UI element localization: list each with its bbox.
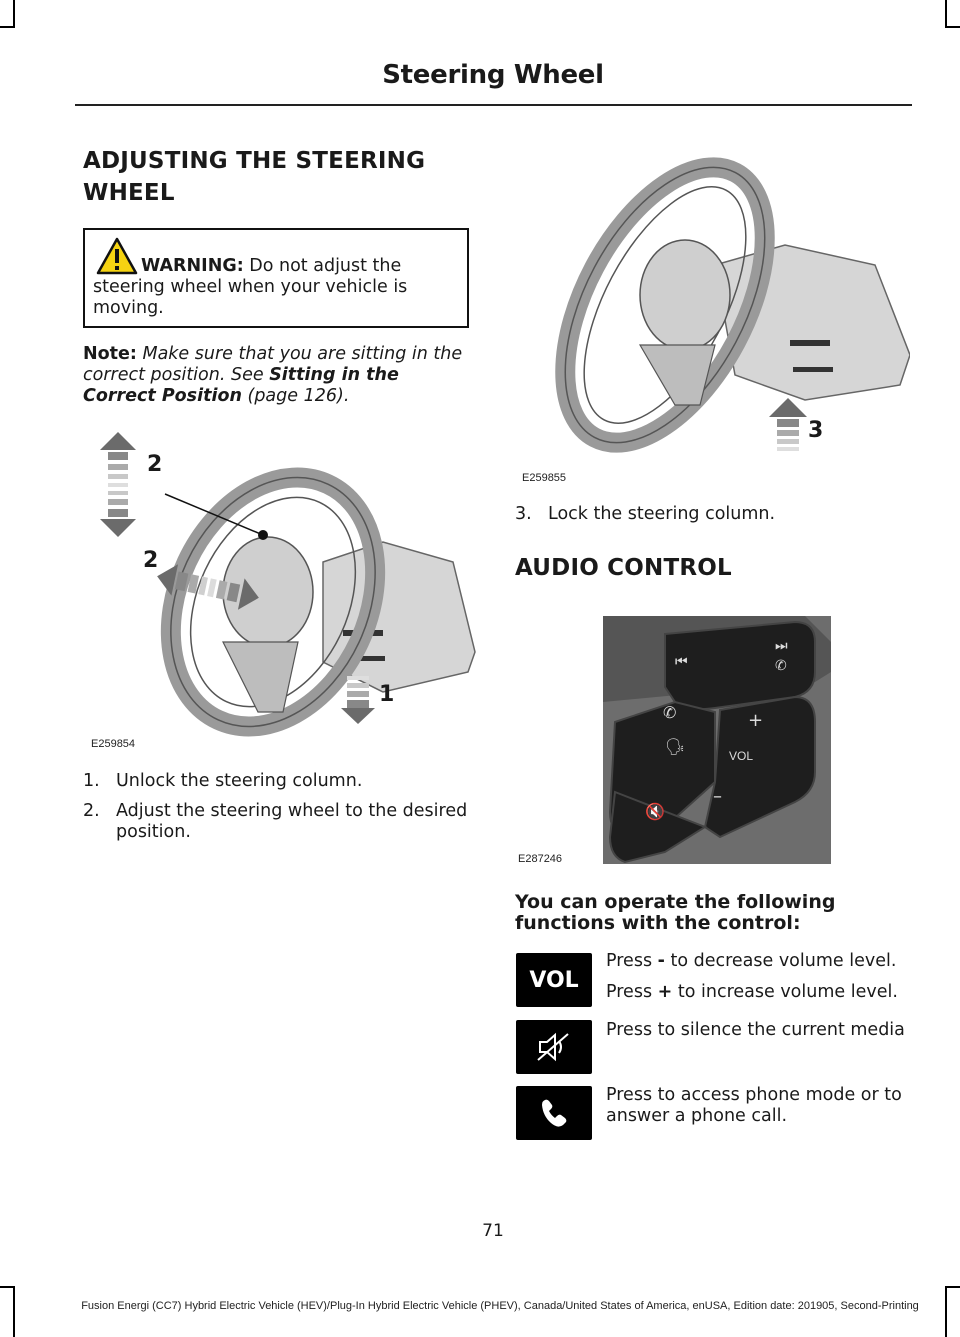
text: Press [606, 982, 658, 1002]
mute-description: Press to silence the current media [606, 1020, 905, 1040]
warning-label: WARNING: [141, 256, 244, 276]
minus-key: - [657, 951, 665, 971]
crop-mark [945, 0, 947, 26]
warning-triangle-icon [96, 237, 138, 275]
note-text: Make sure that you are sitting in the co… [83, 344, 463, 385]
callout-2a: 2 [147, 452, 163, 477]
svg-text:✆: ✆ [775, 658, 787, 674]
step-text: Adjust the steering wheel to the desired… [116, 801, 468, 842]
functions-subheading: You can operate the following functions … [515, 891, 836, 934]
crop-mark [13, 0, 15, 26]
steering-lock-figure: 3 E259855 [515, 145, 911, 490]
crop-mark [945, 1286, 947, 1337]
crop-mark [0, 26, 15, 28]
callout-3: 3 [808, 418, 824, 443]
step-text: Unlock the steering column. [116, 771, 363, 791]
callout-1: 1 [379, 682, 395, 707]
section-heading: ADJUSTING THE STEERING WHEEL [83, 145, 425, 209]
audio-control-illustration: + – ✆ ⏮ ⏭ ✆ 🗣 🔇 [603, 616, 831, 864]
step-number: 2. [83, 801, 100, 821]
section-heading-line1: ADJUSTING THE STEERING [83, 148, 426, 174]
text: to increase volume level. [672, 982, 898, 1002]
warning-body: Do not adjust the steering wheel when yo… [93, 256, 408, 318]
svg-text:⏮: ⏮ [675, 654, 688, 670]
svg-text:✆: ✆ [663, 703, 676, 722]
figure-code: E287246 [518, 853, 563, 865]
svg-text:⏭: ⏭ [775, 638, 788, 654]
page-number: 71 [482, 1221, 504, 1241]
vol-icon-text: VOL [529, 967, 579, 993]
crop-mark [13, 1286, 15, 1337]
section-heading-line2: WHEEL [83, 180, 175, 206]
note-paragraph: Note: Make sure that you are sitting in … [83, 344, 475, 407]
vol-icon: VOL [516, 953, 592, 1007]
callout-2b: 2 [143, 548, 159, 573]
audio-control-heading: AUDIO CONTROL [515, 555, 732, 581]
svg-text:+: + [748, 710, 763, 731]
crop-mark [945, 1286, 960, 1288]
steering-wheel-illustration [100, 432, 476, 737]
mute-icon [516, 1020, 592, 1074]
steering-wheel-lock-illustration [555, 157, 911, 453]
note-label: Note: [83, 344, 137, 364]
step-number: 1. [83, 771, 100, 791]
warning-text: WARNING: Do not adjust the steering whee… [93, 256, 463, 319]
handset-icon [542, 1099, 567, 1127]
note-link[interactable]: Sitting in the Correct Position [83, 365, 399, 406]
vol-decrease-line: Press - to decrease volume level. [606, 951, 916, 972]
speaker-mute-icon [537, 1032, 569, 1062]
svg-text:–: – [713, 786, 722, 807]
audio-control-figure: + – ✆ ⏮ ⏭ ✆ 🗣 🔇 VOL E287246 [515, 612, 835, 872]
phone-description: Press to access phone mode or to answer … [606, 1085, 902, 1126]
crop-mark [0, 1286, 15, 1288]
plus-key: + [657, 982, 673, 1002]
warning-box: WARNING: Do not adjust the steering whee… [83, 228, 469, 328]
steering-adjust-figure: 2 2 1 E259854 [83, 412, 478, 757]
svg-text:🔇: 🔇 [645, 802, 665, 821]
footer-text: Fusion Energi (CC7) Hybrid Electric Vehi… [81, 1300, 919, 1312]
step-3: 3. Lock the steering column. [515, 504, 910, 525]
steps-list: 1. Unlock the steering column. 2. Adjust… [83, 771, 478, 852]
vol-increase-line: Press + to increase volume level. [606, 982, 916, 1003]
figure-code: E259855 [522, 472, 567, 484]
step-number: 3. [515, 504, 532, 524]
text: Press [606, 951, 658, 971]
vol-label: VOL [729, 749, 754, 763]
text: to decrease volume level. [664, 951, 897, 971]
header-rule [75, 104, 912, 106]
note-page-ref: (page 126). [241, 386, 350, 406]
crop-mark [945, 26, 960, 28]
page-header-title: Steering Wheel [382, 60, 604, 90]
figure-code: E259854 [91, 738, 136, 750]
vol-description: Press - to decrease volume level. Press … [606, 951, 916, 1003]
svg-text:🗣: 🗣 [665, 737, 685, 756]
list-item: 2. Adjust the steering wheel to the desi… [83, 801, 478, 843]
list-item: 1. Unlock the steering column. [83, 771, 478, 792]
phone-icon [516, 1086, 592, 1140]
step-text: Lock the steering column. [548, 504, 776, 524]
